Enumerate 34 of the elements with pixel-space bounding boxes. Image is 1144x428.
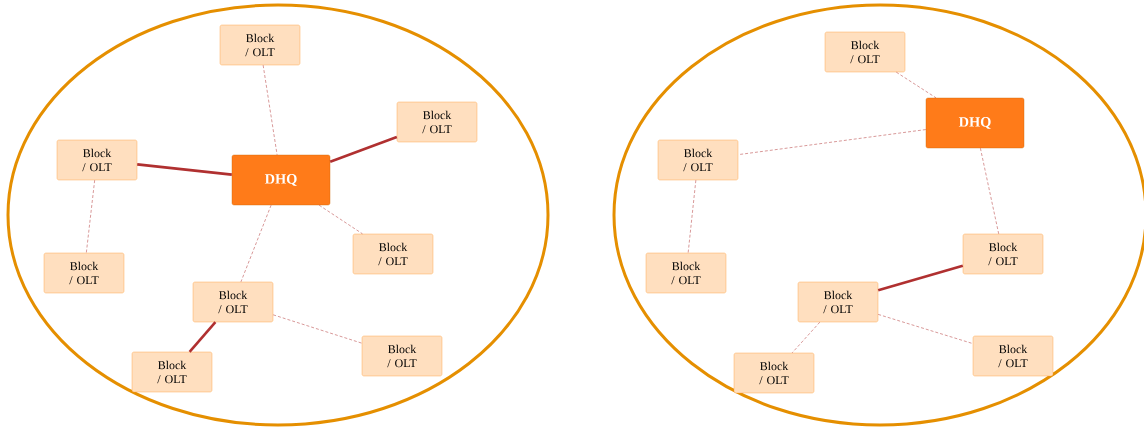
block-box: Block / OLT	[962, 233, 1044, 275]
block-box: Block / OLT	[797, 281, 879, 323]
connector-line	[980, 147, 999, 235]
connector-line	[262, 64, 278, 156]
block-box: Block / OLT	[219, 24, 301, 66]
connector-line	[329, 135, 398, 163]
block-box: Block / OLT	[645, 252, 727, 294]
connector-line	[877, 314, 974, 344]
hq-box: DHQ	[231, 154, 331, 206]
block-box: Block / OLT	[657, 139, 739, 181]
block-box: Block / OLT	[824, 31, 906, 73]
connector-line	[137, 163, 232, 176]
connector-line	[240, 204, 272, 283]
connector-line	[896, 71, 937, 99]
block-box: Block / OLT	[131, 351, 213, 393]
ellipse-region	[612, 3, 1144, 427]
connector-line	[188, 321, 217, 353]
connector-line	[272, 314, 363, 344]
connector-line	[687, 179, 697, 254]
connector-line	[877, 264, 964, 292]
ellipse-region	[6, 3, 550, 427]
block-box: Block / OLT	[192, 281, 274, 323]
block-box: Block / OLT	[56, 139, 138, 181]
connector-line	[318, 204, 363, 235]
block-box: Block / OLT	[972, 335, 1054, 377]
block-box: Block / OLT	[43, 252, 125, 294]
connector-line	[86, 179, 95, 254]
block-box: Block / OLT	[396, 101, 478, 143]
block-box: Block / OLT	[361, 335, 443, 377]
connector-line	[737, 129, 927, 155]
block-box: Block / OLT	[733, 352, 815, 394]
block-box: Block / OLT	[352, 233, 434, 275]
hq-box: DHQ	[925, 97, 1025, 149]
connector-line	[791, 321, 821, 354]
